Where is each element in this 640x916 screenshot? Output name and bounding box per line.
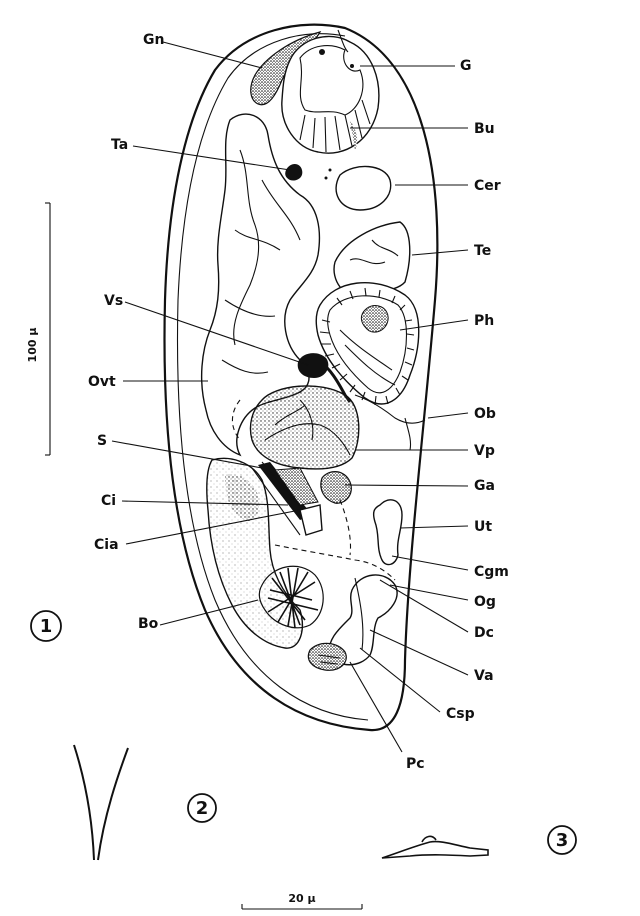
figure-number-1: 1 xyxy=(30,610,62,642)
ga-organ xyxy=(320,471,352,504)
vs-organ xyxy=(297,353,329,378)
label-bu: Bu xyxy=(474,121,495,137)
label-s: S xyxy=(97,433,107,449)
fig1-number: 1 xyxy=(40,616,53,637)
label-ut: Ut xyxy=(474,519,492,535)
scale-bar-100: 100 µ xyxy=(26,202,51,456)
oral-sucker xyxy=(281,29,380,154)
labels: Gn G Bu Ta Cer Te Ph Vs Ovt Ob S Vp Ci G… xyxy=(88,32,509,772)
label-dc: Dc xyxy=(474,625,494,641)
scale-label-100: 100 µ xyxy=(26,328,39,363)
label-cia: Cia xyxy=(94,537,119,553)
label-ovt: Ovt xyxy=(88,374,116,390)
vp-organ xyxy=(249,385,360,470)
label-vs: Vs xyxy=(104,293,123,309)
label-g: G xyxy=(460,58,472,74)
label-va: Va xyxy=(474,668,494,684)
label-ci: Ci xyxy=(101,493,116,509)
label-ph: Ph xyxy=(474,313,494,329)
label-ta: Ta xyxy=(111,137,128,153)
body-outline xyxy=(163,23,439,732)
label-pc: Pc xyxy=(406,756,425,772)
scale-bar-20: 20 µ xyxy=(241,892,363,910)
label-cer: Cer xyxy=(474,178,501,194)
label-ob: Ob xyxy=(474,406,496,422)
label-gn: Gn xyxy=(143,32,164,48)
ta-organ xyxy=(285,164,303,181)
cer-organ xyxy=(335,165,392,211)
label-og: Og xyxy=(474,594,496,610)
label-cgm: Cgm xyxy=(474,564,509,580)
figure-2-drawing: 2 xyxy=(73,744,217,861)
fig2-number: 2 xyxy=(196,798,209,819)
figure-3-drawing: 3 xyxy=(381,825,577,859)
ph-organ xyxy=(315,282,420,406)
label-vp: Vp xyxy=(474,443,495,459)
label-bo: Bo xyxy=(138,616,159,632)
ut-organ xyxy=(372,499,403,566)
label-csp: Csp xyxy=(446,706,475,722)
leader-lines xyxy=(111,41,469,753)
label-ga: Ga xyxy=(474,478,495,494)
label-te: Te xyxy=(474,243,491,259)
terminal-genitalia xyxy=(258,565,398,671)
fig3-number: 3 xyxy=(556,830,569,851)
cirrus-complex xyxy=(251,461,323,536)
scale-label-20: 20 µ xyxy=(288,892,315,905)
